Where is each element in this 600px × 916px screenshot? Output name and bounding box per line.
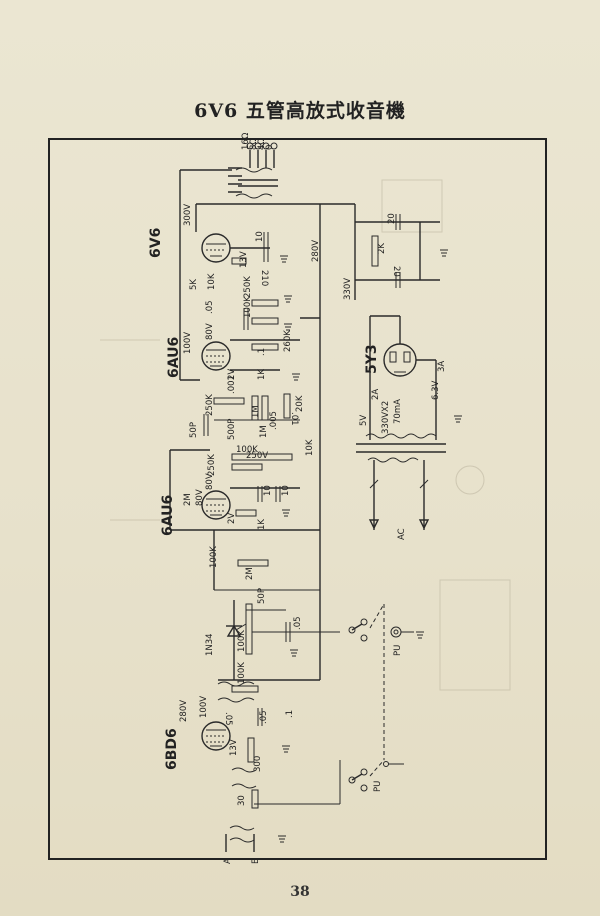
volt-2v-b: 2V	[227, 513, 237, 524]
power-rails	[169, 169, 356, 681]
schematic-frame	[48, 138, 547, 860]
volt-300v: 300V	[183, 204, 193, 226]
res-2m-a: 2M	[183, 493, 193, 506]
antenna-coil	[225, 760, 341, 852]
page-number: 38	[290, 884, 310, 900]
volt-330vx2: 330VX2	[381, 401, 391, 434]
cap-05-a: .05	[205, 300, 215, 314]
cap-20-b: 20	[391, 266, 401, 277]
res-20k: 20K	[295, 395, 305, 412]
volt-5v: 5V	[359, 415, 369, 426]
ground-symbols	[278, 249, 462, 843]
ma-70: 70mA	[393, 399, 403, 424]
volt-13v-b: 13V	[229, 739, 239, 756]
power-transformer	[356, 433, 446, 530]
cap-05-b: .05	[293, 616, 303, 630]
cap-500p: 500P	[227, 419, 237, 440]
output-transformer	[228, 142, 278, 199]
tone-network	[203, 393, 300, 436]
volt-280v-a: 280V	[311, 240, 321, 262]
cap-1-b: .1	[285, 710, 295, 718]
res-10k-a: 10K	[207, 273, 217, 290]
tube-label-6au6-b: 6AU6	[160, 495, 176, 536]
cap-50p-a: 50P	[189, 422, 199, 438]
res-250k-a: 250K	[243, 276, 253, 298]
cap-1-a: .1	[257, 348, 267, 356]
cap-10-c: 10	[281, 485, 291, 496]
res-100k-d: 100K	[237, 630, 247, 652]
volt-13v: 13V	[239, 251, 249, 268]
tap-16: 16Ω	[241, 132, 251, 150]
res-210: 210	[259, 270, 269, 286]
tube-label-5y3: 5Y3	[364, 344, 380, 374]
tube-6au6-b	[201, 453, 300, 520]
terminal-e: E	[251, 859, 261, 864]
pu-jack-b: PU	[373, 781, 383, 792]
tube-label-6au6-a: 6AU6	[166, 337, 182, 378]
cap-005: .005	[269, 411, 279, 430]
volt-80v-b: 80V	[205, 473, 215, 490]
bleed-through	[100, 179, 511, 691]
res-100k-e: 100K	[237, 662, 247, 684]
res-10k-b: 10K	[305, 439, 315, 456]
volt-6-3v: 6.3V	[431, 380, 441, 400]
res-1m-a: 1M	[251, 405, 261, 418]
tube-label-6v6: 6V6	[148, 228, 164, 258]
res-250k-b: 250K	[205, 394, 215, 416]
selector-switch-a	[348, 603, 414, 760]
cap-05-d: .05	[259, 710, 269, 724]
terminal-a: A	[223, 858, 233, 864]
res-1k-b: 1K	[257, 519, 267, 530]
tap-4: 4Ω	[257, 138, 267, 150]
rectifier-5y3	[369, 315, 437, 440]
res-300: 300	[253, 756, 263, 772]
tube-6v6	[201, 232, 270, 265]
res-5k: 5K	[189, 279, 199, 290]
cap-20-a: 20	[387, 213, 397, 224]
selector-switch-b	[348, 759, 404, 792]
tube-label-6bd6: 6BD6	[164, 728, 180, 770]
res-2k: 2K	[377, 243, 387, 254]
volt-100v-a: 100V	[183, 332, 193, 354]
res-100k-a: 100K	[243, 296, 253, 318]
cap-01: .01	[289, 412, 299, 426]
volt-80v-a: 80V	[205, 323, 215, 340]
page-title: 6V6 五管高放式收音機	[194, 100, 406, 122]
amp-3a: 3A	[437, 361, 447, 372]
ac-label: AC	[397, 528, 407, 540]
detector-stage	[226, 600, 340, 680]
res-1k-a: 1K	[257, 369, 267, 380]
volt-82v: 80V	[195, 489, 205, 506]
res-100k-b: 100K	[236, 445, 258, 455]
tap-8: 8Ω	[249, 138, 259, 150]
res-30: 30	[237, 795, 247, 806]
res-2m-b: 2M	[245, 567, 255, 580]
cap-05-c: .05	[223, 712, 233, 726]
volt-2v: 2V	[227, 369, 237, 380]
res-1m-b: 1M	[259, 425, 269, 438]
cap-50p-b: 50P	[257, 588, 267, 604]
volt-330v: 330V	[343, 278, 353, 300]
res-2m-body	[237, 559, 269, 567]
volt-250v: 250V	[246, 451, 268, 461]
diode-1n34: 1N34	[205, 633, 215, 656]
amp-2a: 2A	[371, 389, 381, 400]
tap-0: 0	[265, 145, 275, 150]
volt-280v-b: 280V	[179, 700, 189, 722]
pu-jack-a: PU	[393, 645, 403, 656]
cap-10-b: 10	[263, 485, 273, 496]
volt-100v-b: 100V	[199, 696, 209, 718]
tube-6au6-a	[201, 299, 300, 371]
cap-001: .001	[227, 375, 237, 394]
res-260k-a: 260K	[283, 330, 293, 352]
cap-10-a: 10	[255, 231, 265, 242]
res-250k-c: 250K	[207, 454, 217, 476]
tube-6bd6	[201, 681, 263, 763]
filter-section	[355, 214, 440, 288]
